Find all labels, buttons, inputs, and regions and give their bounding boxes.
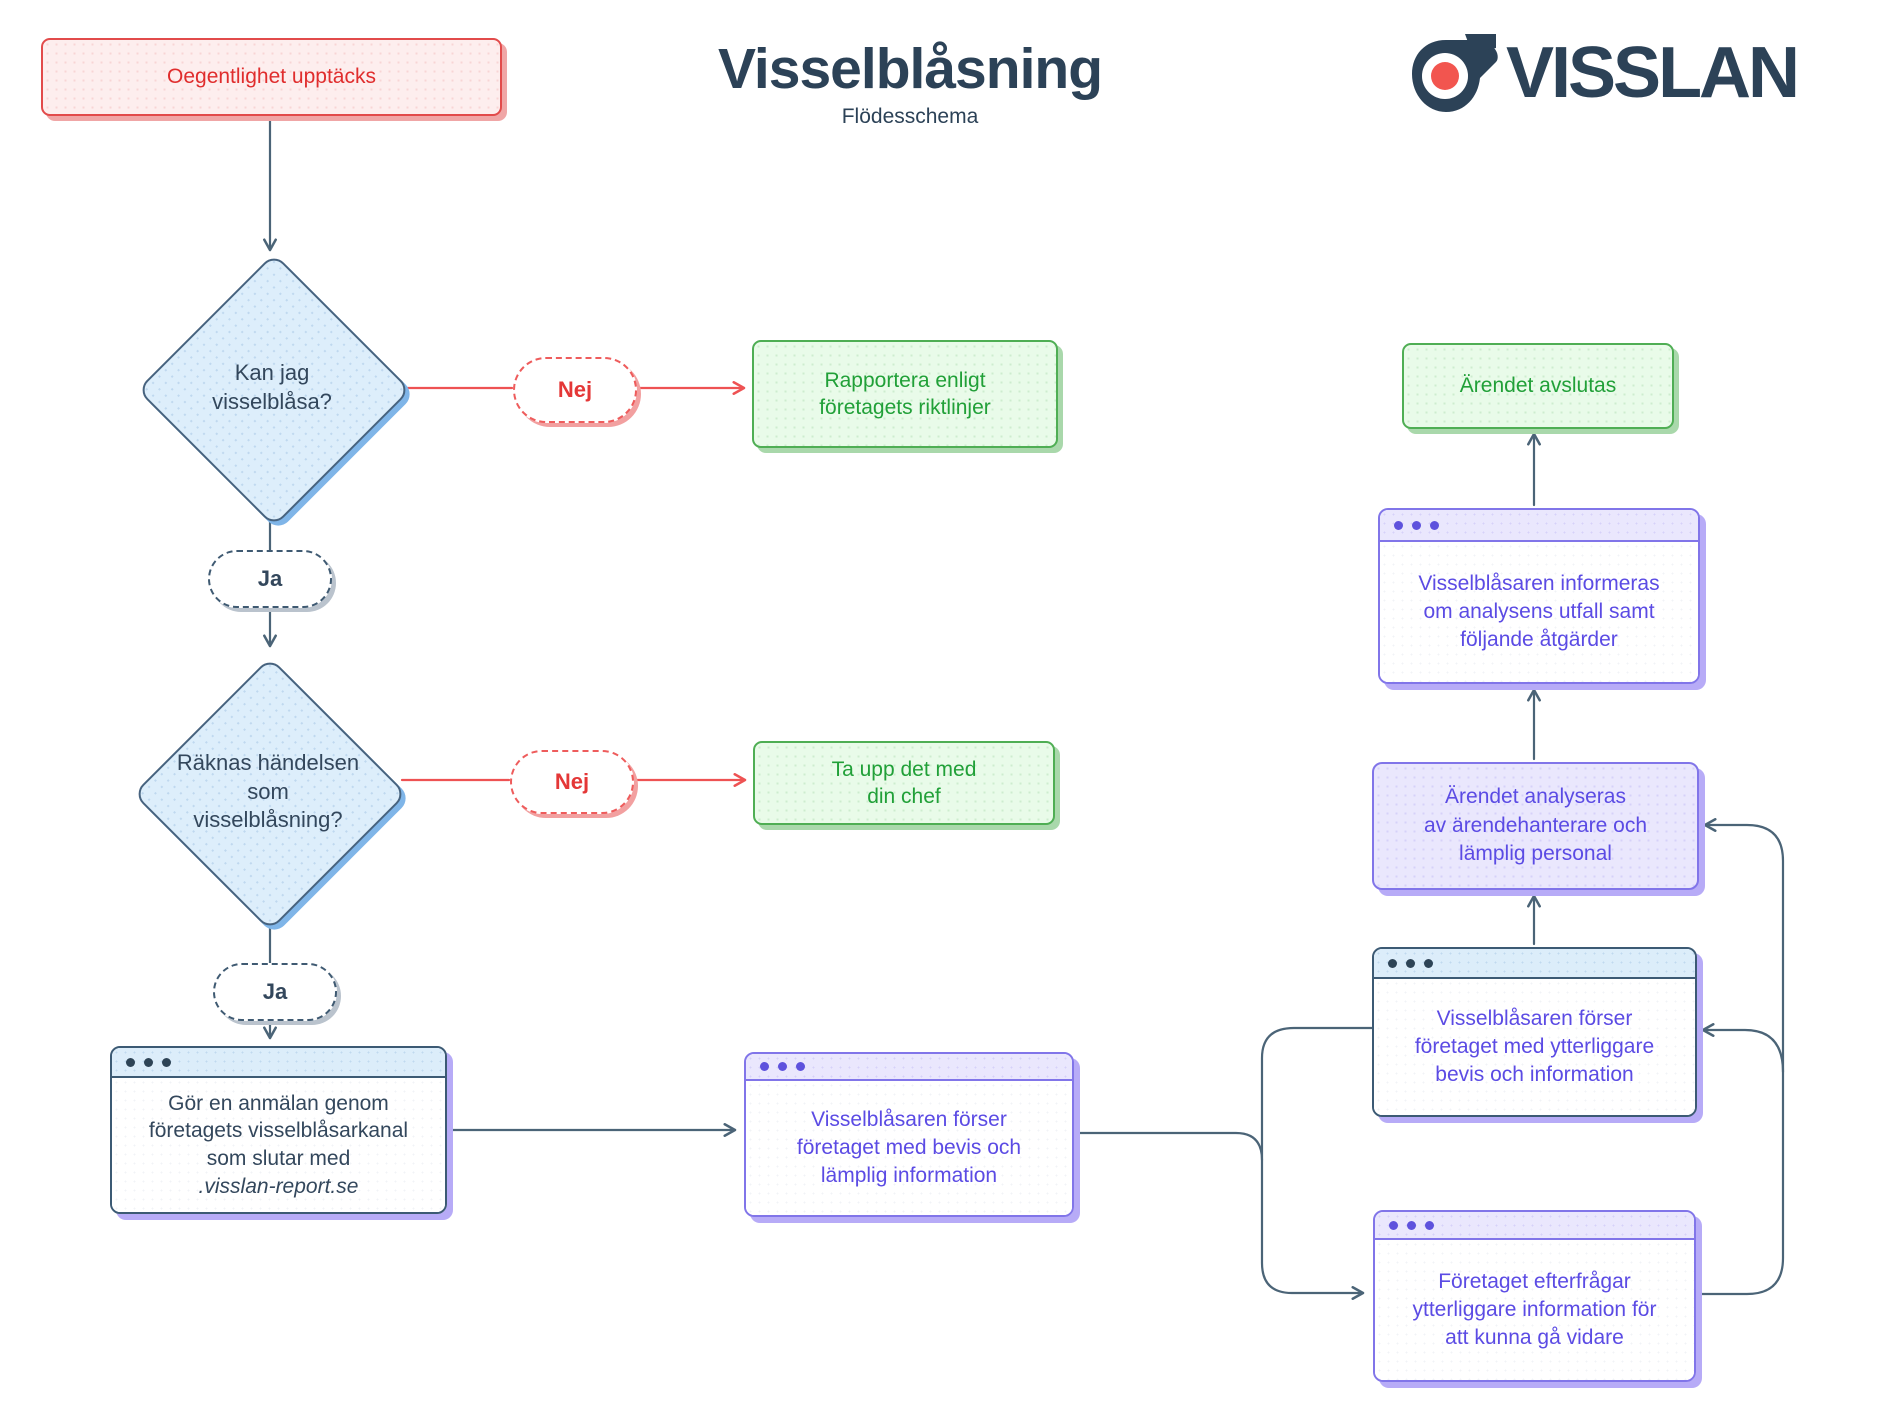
label-no-1: Nej: [513, 357, 637, 423]
node-start-label: Oegentlighet upptäcks: [167, 65, 376, 88]
page-title: Visselblåsning: [717, 37, 1103, 101]
whistle-icon: [1408, 26, 1500, 121]
node-start: Oegentlighet upptäcks: [41, 38, 502, 116]
node-outcome-guidelines: Rapportera enligt företagets riktlinjer: [752, 340, 1058, 448]
node-report-text: Gör en anmälan genom företagets visselbl…: [148, 1091, 409, 1170]
window-dot-icon: [1406, 958, 1415, 968]
outcome-closed-text: Ärendet avslutas: [1459, 374, 1617, 398]
label-yes-2: Ja: [213, 963, 337, 1021]
window-header: [1380, 510, 1698, 542]
visslan-logo: VISSLAN: [1408, 28, 1874, 118]
decision-counts-as-label: Räknas händelsen som visselblåsning?: [148, 722, 388, 862]
window-dot-icon: [1389, 1220, 1398, 1230]
node-provide-info-text: Visselblåsaren förser företaget med bevi…: [796, 1108, 1022, 1187]
window-dot-icon: [1430, 520, 1439, 530]
window-dot-icon: [1388, 958, 1397, 968]
node-report-domain: .visslan-report.se: [198, 1174, 359, 1198]
window-dot-icon: [778, 1062, 787, 1071]
node-request-more-text: Företaget efterfrågar ytterliggare infor…: [1412, 1270, 1657, 1349]
window-header: [112, 1048, 445, 1078]
node-provide-more-text: Visselblåsaren förser företaget med ytte…: [1414, 1007, 1655, 1086]
node-analysis: Ärendet analyseras av ärendehanterare oc…: [1372, 762, 1699, 890]
brand-name: VISSLAN: [1506, 33, 1800, 113]
label-no-2: Nej: [510, 750, 634, 814]
node-outcome-closed: Ärendet avslutas: [1402, 343, 1674, 429]
label-no-1-text: Nej: [557, 377, 593, 402]
window-header: [1375, 1212, 1694, 1240]
window-header: [1374, 949, 1695, 979]
node-report-body: Gör en anmälan genom företagets visselbl…: [112, 1078, 445, 1212]
decision-counts-as-text: Räknas händelsen som visselblåsning?: [176, 750, 360, 833]
page-subtitle: Flödesschema: [841, 104, 979, 128]
node-provide-more: Visselblåsaren förser företaget med ytte…: [1372, 947, 1697, 1117]
window-dot-icon: [126, 1057, 135, 1067]
window-dot-icon: [796, 1062, 805, 1071]
label-yes-1: Ja: [208, 550, 332, 608]
outcome-guidelines-text: Rapportera enligt företagets riktlinjer: [819, 368, 991, 419]
window-dot-icon: [1407, 1220, 1416, 1230]
node-outcome-manager: Ta upp det med din chef: [753, 741, 1055, 825]
node-provide-more-body: Visselblåsaren förser företaget med ytte…: [1374, 979, 1695, 1115]
window-dot-icon: [162, 1057, 171, 1067]
window-dot-icon: [1424, 958, 1433, 968]
node-informed-body: Visselblåsaren informeras om analysens u…: [1380, 542, 1698, 682]
node-informed-text: Visselblåsaren informeras om analysens u…: [1418, 572, 1660, 651]
node-report: Gör en anmälan genom företagets visselbl…: [110, 1046, 447, 1214]
window-dot-icon: [1394, 520, 1403, 530]
node-request-more-body: Företaget efterfrågar ytterliggare infor…: [1375, 1240, 1694, 1380]
decision-can-whistleblow-label: Kan jag visselblåsa?: [152, 318, 392, 458]
decision-can-whistleblow-text: Kan jag visselblåsa?: [212, 360, 332, 414]
node-provide-info: Visselblåsaren förser företaget med bevi…: [744, 1052, 1074, 1217]
node-request-more: Företaget efterfrågar ytterliggare infor…: [1373, 1210, 1696, 1382]
label-yes-2-text: Ja: [262, 979, 288, 1004]
title-block: Visselblåsning Flödesschema: [610, 38, 1210, 129]
node-provide-info-body: Visselblåsaren förser företaget med bevi…: [746, 1081, 1072, 1215]
node-analysis-text: Ärendet analyseras av ärendehanterare oc…: [1424, 785, 1647, 866]
outcome-manager-text: Ta upp det med din chef: [831, 757, 977, 808]
label-yes-1-text: Ja: [257, 566, 283, 591]
window-dot-icon: [1425, 1220, 1434, 1230]
window-dot-icon: [144, 1057, 153, 1067]
node-informed: Visselblåsaren informeras om analysens u…: [1378, 508, 1700, 684]
window-header: [746, 1054, 1072, 1081]
label-no-2-text: Nej: [554, 769, 590, 794]
window-dot-icon: [1412, 520, 1421, 530]
window-dot-icon: [760, 1062, 769, 1071]
